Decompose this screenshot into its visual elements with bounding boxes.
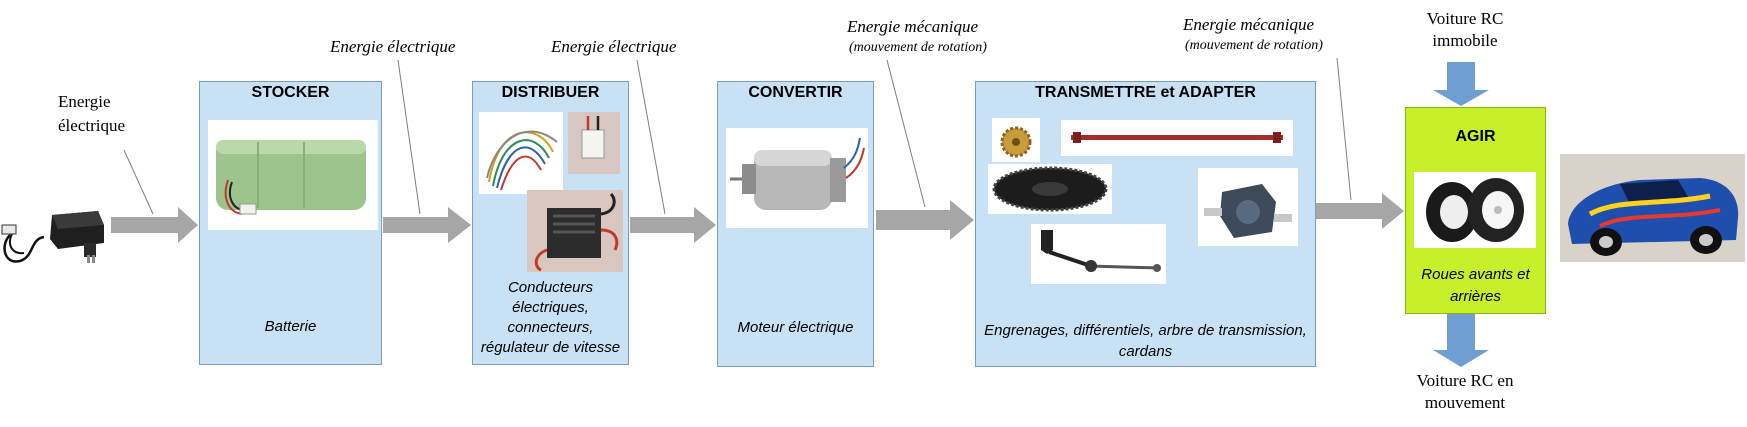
block-title: STOCKER [251,84,330,101]
rc-car-image [1560,154,1745,262]
leader-input [123,149,154,215]
block-transmettre-adapter: TRANSMETTRE et ADAPTER [975,81,1316,367]
wires-image [479,112,563,194]
charger-image [1,211,104,263]
connector-image [568,112,620,174]
motor-image [726,128,868,228]
flow-label-mechanical-1: Energie mécanique [847,17,979,36]
flow-sublabel-rotation-2: (mouvement de rotation) [1185,38,1323,53]
block-agir: AGIR Roues avants et arrières [1405,107,1546,314]
flow-sublabel-rotation-1: (mouvement de rotation) [849,40,987,55]
arrow-car-input [1433,62,1489,106]
car-output-label: Voiture RC en mouvement [1416,371,1514,412]
block-desc: Conducteurs électriques, connecteurs, ré… [480,279,621,356]
wheels-image [1414,172,1536,248]
block-desc: Batterie [264,318,317,335]
arrow-input [111,207,198,243]
flow-label-mechanical-2: Energie mécanique [1183,15,1315,34]
flow-label-electric-2: Energie électrique [551,37,677,56]
arrow-car-output [1433,313,1489,367]
arrow-stocker-distribuer [383,207,471,243]
arrow-distribuer-convertir [630,207,716,243]
car-input-label: Voiture RC immobile [1426,9,1504,50]
block-desc: Engrenages, différentiels, arbre de tran… [984,322,1307,360]
leader-f4 [1336,57,1352,201]
block-convertir: CONVERTIR Moteur électrique [717,81,874,367]
pinion-gear-image [992,118,1040,162]
flow-label-electric-1: Energie électrique [330,37,456,56]
leader-f1 [397,59,421,215]
block-distribuer: DISTRIBUER Conducteurs électriques, [472,81,629,365]
block-title: CONVERTIR [748,84,843,101]
leader-f3 [886,59,926,208]
arrow-transmettre-agir [1316,193,1404,229]
speed-controller-image [527,190,623,272]
block-title: TRANSMETTRE et ADAPTER [1035,84,1256,101]
arrow-convertir-transmettre [876,200,974,240]
block-stocker: STOCKER Batterie [199,81,382,365]
input-energy-label: Energie électrique [58,92,126,135]
block-desc: Moteur électrique [737,319,854,336]
leader-f2 [636,59,666,215]
cardan-image [1031,224,1166,284]
drive-shaft-image [1061,120,1293,156]
battery-image [208,120,378,230]
block-title: DISTRIBUER [501,84,600,101]
differential-image [1198,168,1298,246]
block-desc: Roues avants et arrières [1421,266,1530,305]
block-title: AGIR [1455,128,1496,145]
spur-gear-image [988,164,1112,214]
